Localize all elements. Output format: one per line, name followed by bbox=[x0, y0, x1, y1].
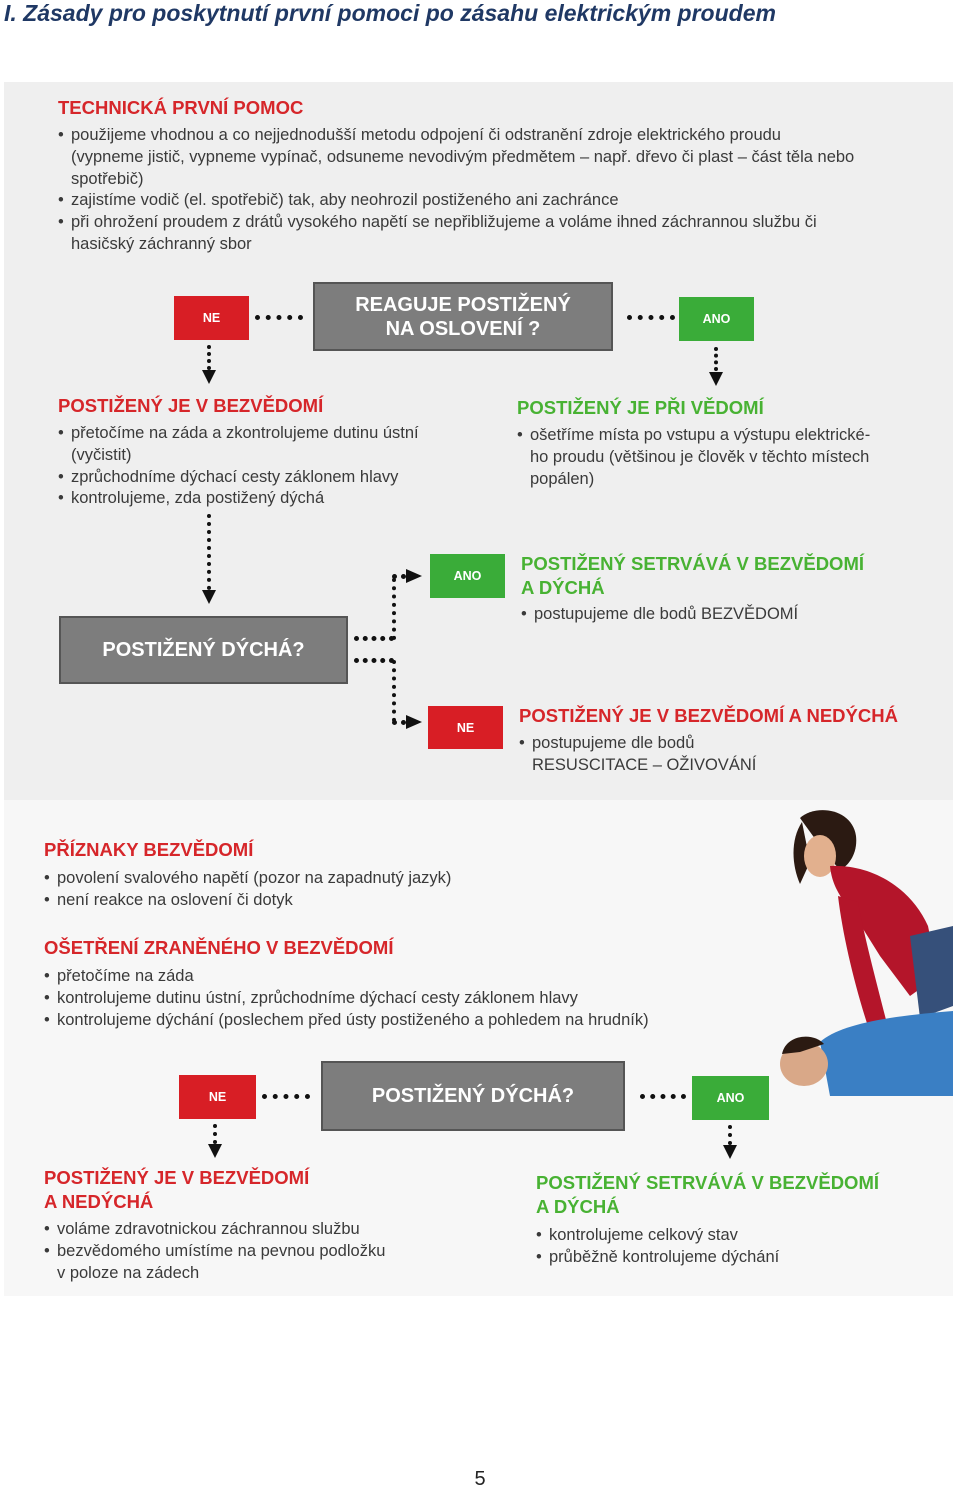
list-item: zprůchodníme dýchací cesty záklonem hlav… bbox=[58, 467, 419, 489]
connector-dots bbox=[354, 636, 394, 641]
list-item: ošetříme místa po vstupu a výstupu elekt… bbox=[517, 425, 870, 490]
connector-dots bbox=[627, 315, 675, 320]
list-item: kontrolujeme dýchání (poslechem před úst… bbox=[44, 1010, 649, 1032]
technical-first-aid-list: použijeme vhodnou a co nejjednodušší met… bbox=[58, 125, 854, 256]
cpr-illustration bbox=[780, 810, 953, 1096]
q1-no-tag: NE bbox=[174, 296, 249, 340]
treatment-title: OŠETŘENÍ ZRANĚNÉHO V BEZVĚDOMÍ bbox=[44, 937, 394, 958]
arrow-down-icon bbox=[202, 370, 216, 384]
conscious-title: POSTIŽENÝ JE PŘI VĚDOMÍ bbox=[517, 397, 764, 418]
connector-dots bbox=[640, 1094, 686, 1099]
page-number: 5 bbox=[474, 1468, 486, 1490]
q1-question-box: REAGUJE POSTIŽENÝ NA OSLOVENÍ ? bbox=[313, 282, 613, 351]
list-item: přetočíme na záda bbox=[44, 966, 649, 988]
connector-dots bbox=[213, 1124, 217, 1144]
connector-dots bbox=[262, 1094, 310, 1099]
bottom-not-breathing-list: voláme zdravotnickou záchrannou službu b… bbox=[44, 1219, 385, 1284]
not-breathing-title: POSTIŽENÝ JE V BEZVĚDOMÍ A NEDÝCHÁ bbox=[519, 705, 898, 726]
q3-question-box: POSTIŽENÝ DÝCHÁ? bbox=[321, 1061, 625, 1131]
list-item: při ohrožení proudem z drátů vysokého na… bbox=[58, 212, 854, 256]
list-item: voláme zdravotnickou záchrannou službu bbox=[44, 1219, 385, 1241]
connector-dots bbox=[714, 347, 718, 371]
symptoms-list: povolení svalového napětí (pozor na zapa… bbox=[44, 868, 451, 912]
list-item: postupujeme dle bodů RESUSCITACE – OŽIVO… bbox=[519, 733, 756, 777]
q3-yes-tag: ANO bbox=[692, 1076, 769, 1120]
list-item: kontrolujeme, zda postižený dýchá bbox=[58, 488, 419, 510]
page-heading: I. Zásady pro poskytnutí první pomoci po… bbox=[4, 0, 776, 26]
technical-first-aid-title: TECHNICKÁ PRVNÍ POMOC bbox=[58, 97, 304, 118]
arrow-right-icon bbox=[406, 715, 422, 729]
arrow-down-icon bbox=[202, 590, 216, 604]
connector-dots bbox=[207, 345, 211, 370]
connector-dots bbox=[728, 1125, 732, 1145]
list-item: kontrolujeme celkový stav bbox=[536, 1225, 779, 1247]
q2-question-box: POSTIŽENÝ DÝCHÁ? bbox=[59, 616, 348, 684]
list-item: průběžně kontrolujeme dýchání bbox=[536, 1247, 779, 1269]
bottom-not-breathing-title: POSTIŽENÝ JE V BEZVĚDOMÍ A NEDÝCHÁ bbox=[44, 1167, 310, 1212]
arrow-right-icon bbox=[406, 569, 422, 583]
arrow-down-icon bbox=[723, 1145, 737, 1159]
connector-dots bbox=[392, 660, 396, 722]
connector-dots bbox=[354, 658, 394, 663]
list-item: povolení svalového napětí (pozor na zapa… bbox=[44, 868, 451, 890]
q3-no-tag: NE bbox=[179, 1075, 256, 1119]
not-breathing-list: postupujeme dle bodů RESUSCITACE – OŽIVO… bbox=[519, 733, 756, 777]
list-item: bezvědomého umístíme na pevnou podložku … bbox=[44, 1241, 385, 1285]
list-item: kontrolujeme dutinu ústní, zprůchodníme … bbox=[44, 988, 649, 1010]
connector-dots bbox=[255, 315, 303, 320]
list-item: není reakce na oslovení či dotyk bbox=[44, 890, 451, 912]
q2-yes-tag: ANO bbox=[430, 554, 505, 598]
breathing-list: postupujeme dle bodů BEZVĚDOMÍ bbox=[521, 604, 798, 626]
connector-dots bbox=[207, 514, 211, 590]
q2-no-tag: NE bbox=[428, 706, 503, 749]
list-item: postupujeme dle bodů BEZVĚDOMÍ bbox=[521, 604, 798, 626]
q1-yes-tag: ANO bbox=[679, 297, 754, 341]
list-item: zajistíme vodič (el. spotřebič) tak, aby… bbox=[58, 190, 854, 212]
connector-dots bbox=[392, 578, 396, 640]
list-item: použijeme vhodnou a co nejjednodušší met… bbox=[58, 125, 854, 190]
symptoms-title: PŘÍZNAKY BEZVĚDOMÍ bbox=[44, 839, 254, 860]
unconscious-title: POSTIŽENÝ JE V BEZVĚDOMÍ bbox=[58, 395, 324, 416]
bottom-breathing-list: kontrolujeme celkový stav průběžně kontr… bbox=[536, 1225, 779, 1269]
arrow-down-icon bbox=[709, 372, 723, 386]
arrow-down-icon bbox=[208, 1144, 222, 1158]
connector-dots bbox=[392, 574, 406, 579]
treatment-list: přetočíme na záda kontrolujeme dutinu ús… bbox=[44, 966, 649, 1031]
conscious-list: ošetříme místa po vstupu a výstupu elekt… bbox=[517, 425, 870, 490]
list-item: přetočíme na záda a zkontrolujeme dutinu… bbox=[58, 423, 419, 467]
bottom-breathing-title: POSTIŽENÝ SETRVÁVÁ V BEZVĚDOMÍ A DÝCHÁ bbox=[536, 1172, 879, 1217]
unconscious-list: přetočíme na záda a zkontrolujeme dutinu… bbox=[58, 423, 419, 510]
breathing-title: POSTIŽENÝ SETRVÁVÁ V BEZVĚDOMÍ A DÝCHÁ bbox=[521, 553, 864, 598]
connector-dots bbox=[392, 720, 406, 725]
